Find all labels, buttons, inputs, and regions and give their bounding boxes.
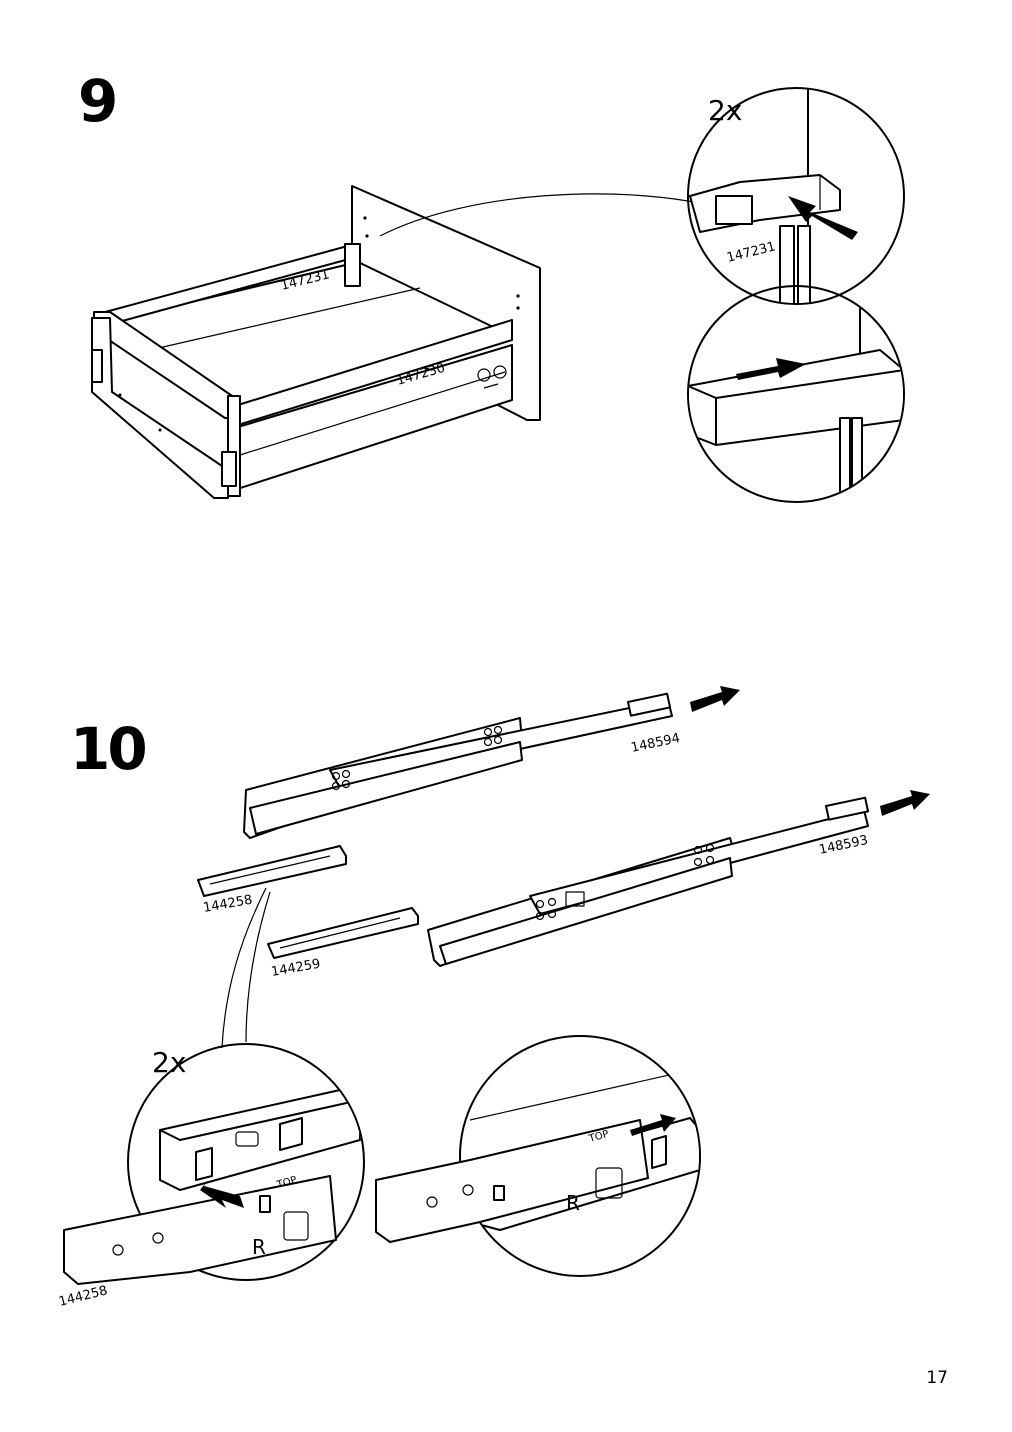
part-label-148594: 148594 <box>630 731 682 756</box>
step-9-number: 9 <box>78 67 118 135</box>
step-10-detail-right: TOP R <box>375 1035 701 1277</box>
step-9-detail-top: 2x 147231 <box>687 87 905 305</box>
step-9-detail-bottom <box>687 285 905 503</box>
page-number: 17 <box>926 1368 948 1388</box>
detail-part-label-147231: 147231 <box>725 239 777 266</box>
step-10-quantity-label: 2x <box>152 1046 186 1079</box>
marking-side-right: R <box>566 1191 580 1215</box>
step-10-rails-illustration: 148594 144258 144259 148593 <box>197 686 930 1049</box>
part-label-144258: 144258 <box>202 893 253 916</box>
step-9-quantity-label: 2x <box>708 94 742 127</box>
part-label-144259: 144259 <box>270 957 321 980</box>
detail-part-label-144258: 144258 <box>57 1283 109 1310</box>
marking-side-left: R <box>252 1235 266 1259</box>
step-9-drawer-illustration: 147231 147230 <box>91 185 709 499</box>
step-10-number: 10 <box>70 715 148 783</box>
step-10-detail-left: 2x 144258 TOP R <box>57 1043 365 1310</box>
